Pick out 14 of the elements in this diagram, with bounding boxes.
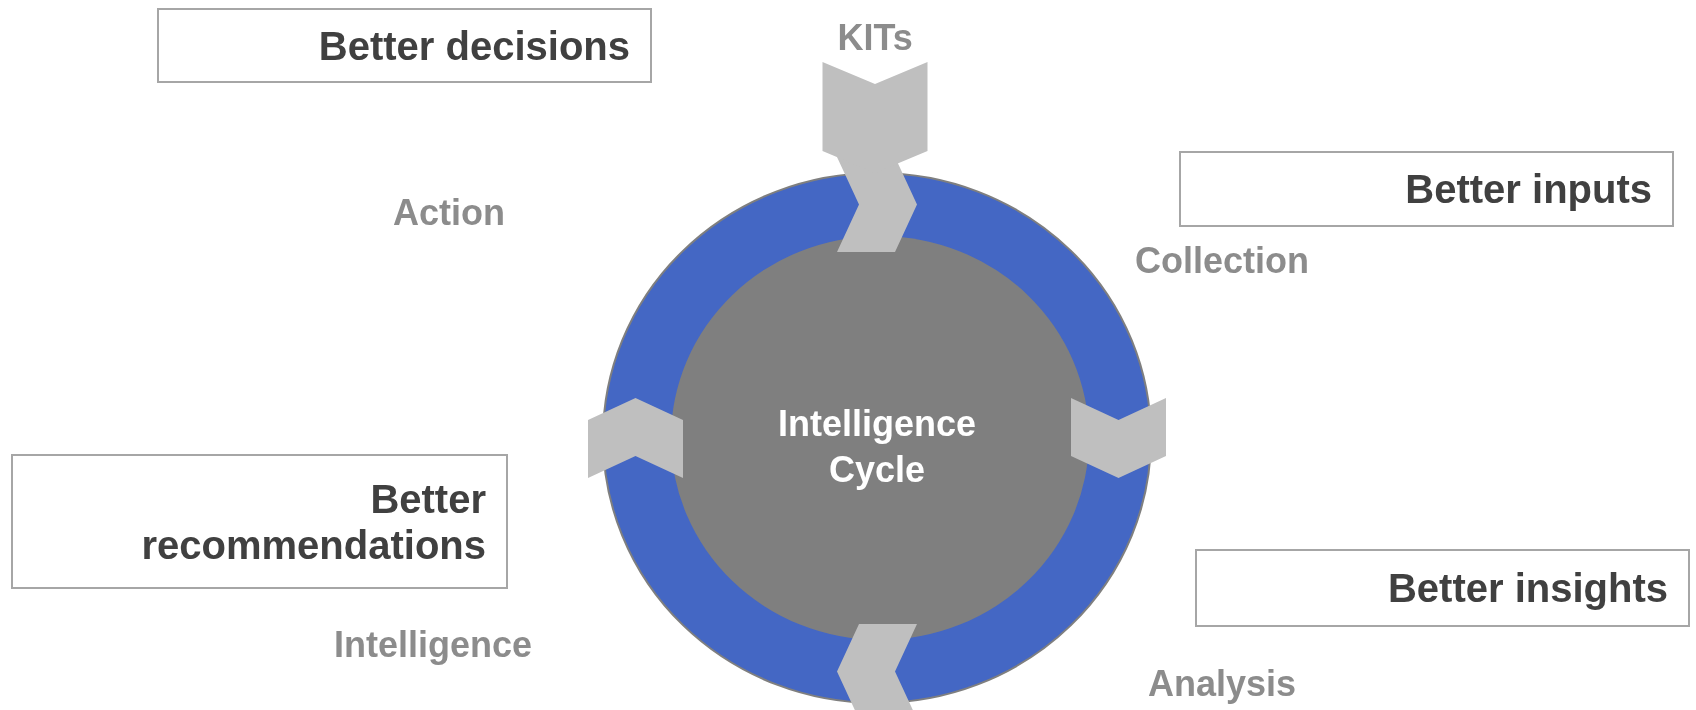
outcome-label: Better inputs: [1405, 166, 1652, 212]
stage-label: Analysis: [1147, 664, 1297, 704]
outcome-label: Better recommendations: [140, 475, 486, 568]
stage-label: Collection: [1135, 241, 1309, 281]
outcome-label: Better decisions: [318, 22, 630, 69]
stage-label: Action: [393, 193, 505, 233]
input-label: KITs: [837, 18, 913, 58]
stage-label: Intelligence: [333, 625, 533, 665]
cycle-title: Intelligence Cycle: [776, 402, 978, 493]
outcome-box: [1195, 549, 1690, 627]
outcome-box: [11, 454, 508, 589]
outcome-box: [1179, 151, 1674, 227]
outcome-box: [157, 8, 652, 83]
outcome-label: Better insights: [1387, 565, 1668, 611]
